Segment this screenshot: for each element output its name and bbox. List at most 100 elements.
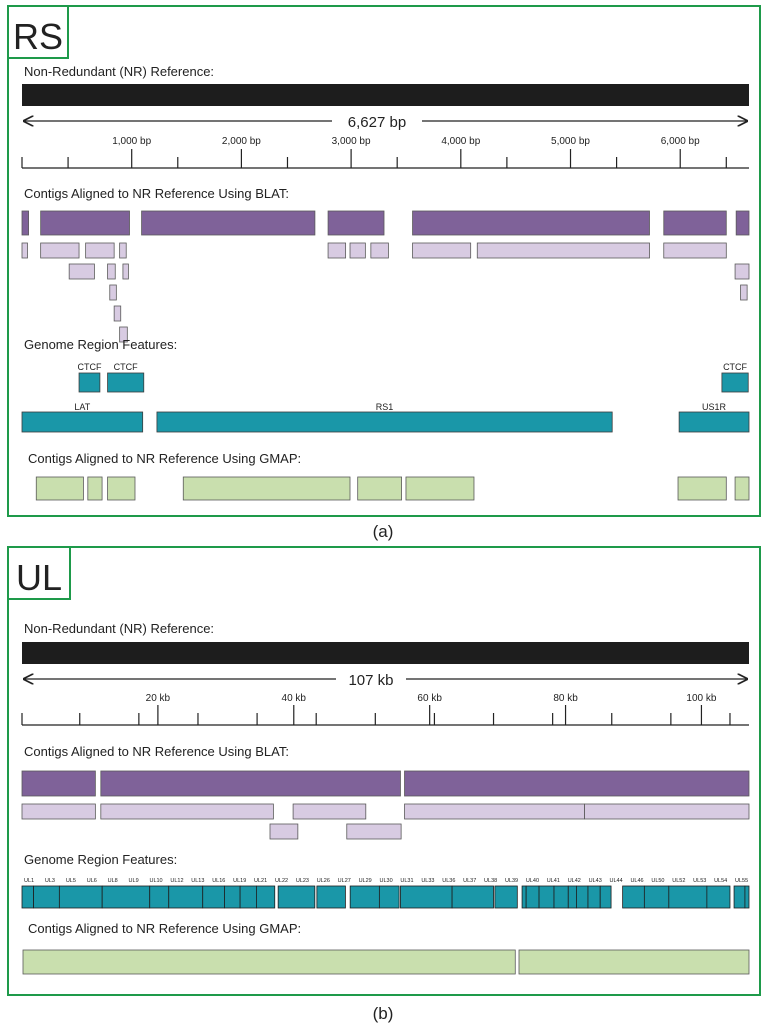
- rs-blat-subcontig: [68, 263, 95, 280]
- ul-gene-label: UL39: [505, 878, 518, 884]
- ul-gene-label: UL12: [170, 878, 183, 884]
- ul-gene-block: [521, 885, 527, 909]
- ul-gene-label: UL54: [714, 878, 727, 884]
- ul-gene-block: [349, 885, 380, 909]
- rs-feature-ctcf: [78, 372, 101, 393]
- rs-blat-title: Contigs Aligned to NR Reference Using BL…: [24, 186, 289, 201]
- ul-gene-block: [733, 885, 746, 909]
- ul-gene-label: UL3: [45, 878, 55, 884]
- ul-gene-block: [149, 885, 170, 909]
- rs-feature-region: [156, 411, 613, 433]
- ul-tick-label: 80 kb: [553, 693, 578, 704]
- ul-gene-label: UL19: [233, 878, 246, 884]
- ul-gene-label: UL13: [191, 878, 204, 884]
- ul-gene-label: UL50: [651, 878, 664, 884]
- panel-ul-tag-box: [7, 546, 71, 600]
- rs-blat-contig: [412, 210, 650, 236]
- ul-gene-label: UL38: [484, 878, 497, 884]
- ul-gene-block: [576, 885, 589, 909]
- rs-tick-label: 5,000 bp: [551, 136, 590, 147]
- rs-blat-subcontig: [476, 242, 650, 259]
- rs-blat-subcontig: [370, 242, 389, 259]
- rs-gmap-contig: [87, 476, 103, 501]
- ul-gene-label: UL31: [400, 878, 413, 884]
- ul-gene-block: [316, 885, 346, 909]
- ul-gene-block: [21, 885, 34, 909]
- ul-gmap-track: [22, 949, 750, 975]
- rs-blat-contig: [735, 210, 750, 236]
- ul-gene-label: UL22: [275, 878, 288, 884]
- ul-gene-label: UL29: [359, 878, 372, 884]
- rs-gmap-contig: [35, 476, 84, 501]
- ul-gene-block: [525, 885, 540, 909]
- rs-tick-label: 2,000 bp: [222, 136, 261, 147]
- ul-gene-block: [202, 885, 225, 909]
- rs-blat-contig: [141, 210, 316, 236]
- ul-gene-block: [668, 885, 708, 909]
- ul-gene-label: UL5: [66, 878, 76, 884]
- rs-feature-ctcf-label: CTCF: [77, 362, 101, 372]
- ul-gene-block: [622, 885, 645, 909]
- rs-gmap-contig: [107, 476, 136, 501]
- ul-gene-label: UL6: [87, 878, 97, 884]
- ul-blat-subcontig: [584, 803, 750, 820]
- rs-blat-subcontig: [119, 242, 127, 259]
- rs-blat-contig: [21, 210, 29, 236]
- panel-ul-frame: [7, 546, 761, 996]
- ul-features-title: Genome Region Features:: [24, 852, 177, 867]
- rs-feature-region-label: RS1: [376, 402, 394, 412]
- rs-length-label: 6,627 bp: [348, 114, 406, 131]
- panel-ul-caption: (b): [373, 1004, 394, 1023]
- rs-gmap-contig: [734, 476, 750, 501]
- ul-gene-block: [239, 885, 257, 909]
- rs-ref-title: Non-Redundant (NR) Reference:: [24, 64, 214, 79]
- ul-gmap-contig: [518, 949, 750, 975]
- rs-blat-subcontig: [85, 242, 115, 259]
- rs-gmap-contig: [405, 476, 475, 501]
- ul-gene-label: UL53: [693, 878, 706, 884]
- rs-blat-contig: [40, 210, 130, 236]
- ul-gene-label: UL40: [526, 878, 539, 884]
- ul-gene-label: UL30: [380, 878, 393, 884]
- ul-blat-subcontig: [269, 823, 299, 840]
- ul-gene-block: [643, 885, 670, 909]
- rs-blat-contig: [663, 210, 727, 236]
- rs-blat-subcontig: [412, 242, 472, 259]
- ul-gene-label: UL9: [129, 878, 139, 884]
- rs-blat-subcontig: [349, 242, 366, 259]
- ul-gene-label: UL27: [338, 878, 351, 884]
- ul-gene-block: [538, 885, 555, 909]
- panel-rs-caption: (a): [373, 522, 394, 541]
- ul-blat-track: [21, 770, 750, 840]
- panel-rs-tag-box: [7, 5, 69, 59]
- ul-blat-subcontig: [404, 803, 585, 820]
- rs-blat-subcontig: [119, 326, 128, 343]
- ul-gene-label: UL10: [149, 878, 162, 884]
- ul-gene-block: [33, 885, 60, 909]
- ul-gene-block: [599, 885, 612, 909]
- rs-gmap-contig: [182, 476, 351, 501]
- ul-gene-block: [744, 885, 750, 909]
- rs-blat-subcontig: [663, 242, 727, 259]
- ul-blat-contig: [404, 770, 750, 797]
- rs-feature-ctcf: [107, 372, 145, 393]
- ul-gene-block: [553, 885, 569, 909]
- ul-gmap-contig: [22, 949, 516, 975]
- rs-tick-label: 1,000 bp: [112, 136, 151, 147]
- rs-feature-region: [21, 411, 144, 433]
- ul-gene-block: [378, 885, 400, 909]
- ul-length-label-bg: [336, 670, 406, 688]
- ul-tick-label: 60 kb: [417, 693, 442, 704]
- ul-gene-block: [101, 885, 151, 909]
- rs-blat-subcontig: [107, 263, 116, 280]
- ul-ref-title: Non-Redundant (NR) Reference:: [24, 621, 214, 636]
- ul-gene-label: UL46: [630, 878, 643, 884]
- rs-blat-subcontig: [740, 284, 748, 301]
- ul-gene-block: [400, 885, 453, 909]
- ul-gmap-title: Contigs Aligned to NR Reference Using GM…: [28, 921, 301, 936]
- ul-gene-block: [277, 885, 316, 909]
- rs-feature-region: [678, 411, 750, 433]
- rs-feature-ctcf: [721, 372, 749, 393]
